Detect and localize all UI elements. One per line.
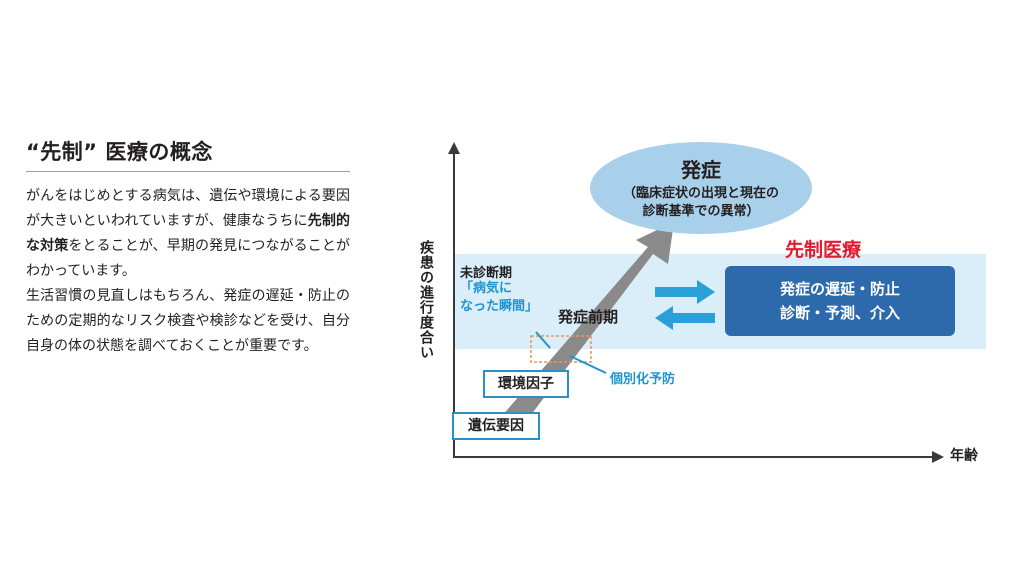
arrow-right-icon: [655, 280, 715, 304]
illness-moment-label: 「病気に なった瞬間」: [460, 280, 538, 316]
x-axis-label: 年齢: [950, 448, 978, 464]
undiagnosed-period-label: 未診断期: [460, 266, 513, 281]
onset-ellipse: 発症 （臨床症状の出現と現在の 診断基準での異常）: [590, 142, 812, 234]
article-paragraph-1: がんをはじめとする病気は、遺伝や環境による要因が大きいといわれていますが、健康な…: [26, 184, 350, 284]
precision-medicine-diagram: 疾患の進行度合い 年齢 発症 （臨床症状の出現と現在の 診断基準での異常） 未診…: [410, 130, 1000, 480]
article-body: がんをはじめとする病気は、遺伝や環境による要因が大きいといわれていますが、健康な…: [26, 184, 350, 359]
y-axis-arrowhead: [448, 142, 460, 154]
precision-medicine-title: 先制医療: [785, 239, 862, 261]
personalized-prevention-label: 個別化予防: [610, 372, 676, 387]
onset-subtitle: （臨床症状の出現と現在の 診断基準での異常）: [590, 185, 812, 221]
y-axis-label: 疾患の進行度合い: [418, 240, 434, 360]
arrow-left-icon: [655, 306, 715, 330]
onset-title: 発症: [681, 158, 721, 182]
pre-onset-label: 発症前期: [558, 308, 619, 326]
illness-moment-dashed-box: [530, 335, 592, 363]
disease-progress-arrow: [488, 222, 674, 432]
x-axis-arrowhead: [932, 451, 944, 463]
paragraph-1-emphasis: 先制的な対策: [26, 213, 350, 254]
y-axis-line: [453, 152, 455, 458]
article-heading: “先制” 医療の概念: [26, 136, 350, 172]
article-paragraph-2: 生活習慣の見直しはもちろん、発症の遅延・防止のための定期的なリスク検査や検診など…: [26, 288, 350, 354]
paragraph-1-segment: をとることが、早期の発見につながることがわかっています。: [26, 238, 350, 279]
illness-moment-pointer: [535, 331, 551, 349]
article-column: “先制” 医療の概念 がんをはじめとする病気は、遺伝や環境による要因が大きいとい…: [26, 136, 350, 359]
precision-actions-box: 発症の遅延・防止 診断・予測、介入: [725, 266, 955, 336]
x-axis-line: [453, 456, 933, 458]
action-line-1: 発症の遅延・防止: [779, 280, 900, 298]
onset-subtitle-line-1: （臨床症状の出現と現在の: [622, 186, 779, 201]
onset-subtitle-line-2: 診断基準での異常）: [642, 204, 760, 219]
illness-moment-line-2: なった瞬間」: [460, 299, 539, 314]
genetic-factor-box: 遺伝要因: [452, 412, 540, 440]
personalized-prevention-pointer: [569, 355, 607, 374]
action-line-2: 診断・予測、介入: [779, 304, 900, 322]
paragraph-1-segment: がんをはじめとする病気は、遺伝や環境による要因が大きいといわれていますが、健康な…: [26, 188, 350, 229]
illness-moment-line-1: 「病気に: [460, 281, 513, 296]
environmental-factor-box: 環境因子: [483, 370, 569, 398]
